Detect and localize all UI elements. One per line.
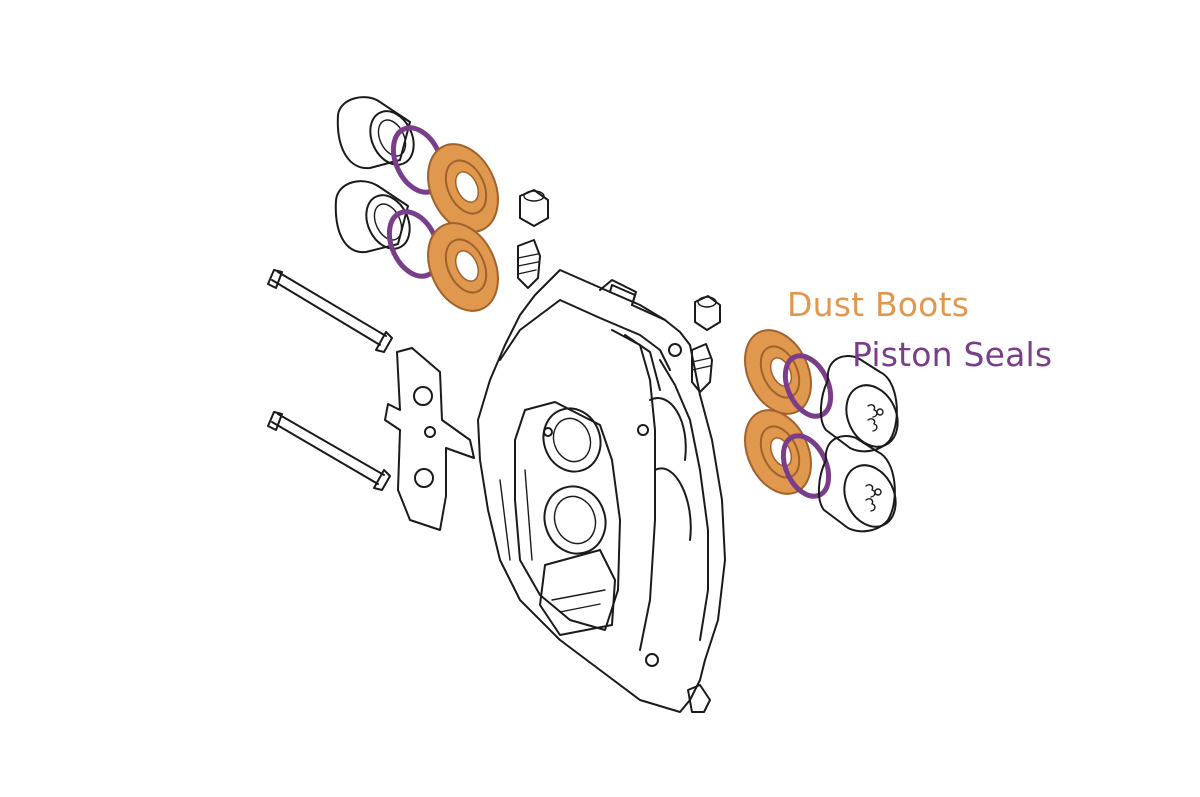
pad-retaining-pin-lower <box>267 411 391 491</box>
piston-lower-right <box>818 435 897 533</box>
dust-boots-label: Dust Boots <box>787 285 970 324</box>
bleeder-screw-cap-top <box>519 189 549 227</box>
caliper-body <box>477 269 726 713</box>
piston-upper-right <box>820 355 899 453</box>
dust-boot-upper-right <box>744 329 812 415</box>
pad-retaining-pin-upper <box>267 269 393 353</box>
dust-boot-lower-right <box>744 409 812 495</box>
bleeder-screw-right <box>691 343 713 393</box>
bleeder-screw-cap-right <box>694 295 721 331</box>
piston-upper-left <box>336 96 415 170</box>
piston-seals-label: Piston Seals <box>852 335 1053 374</box>
piston-lower-left <box>334 180 411 254</box>
anti-rattle-spring <box>384 347 475 531</box>
bleeder-screw-top <box>517 239 541 289</box>
dust-boot-upper-left <box>427 143 499 233</box>
dust-boot-lower-left <box>427 222 499 312</box>
